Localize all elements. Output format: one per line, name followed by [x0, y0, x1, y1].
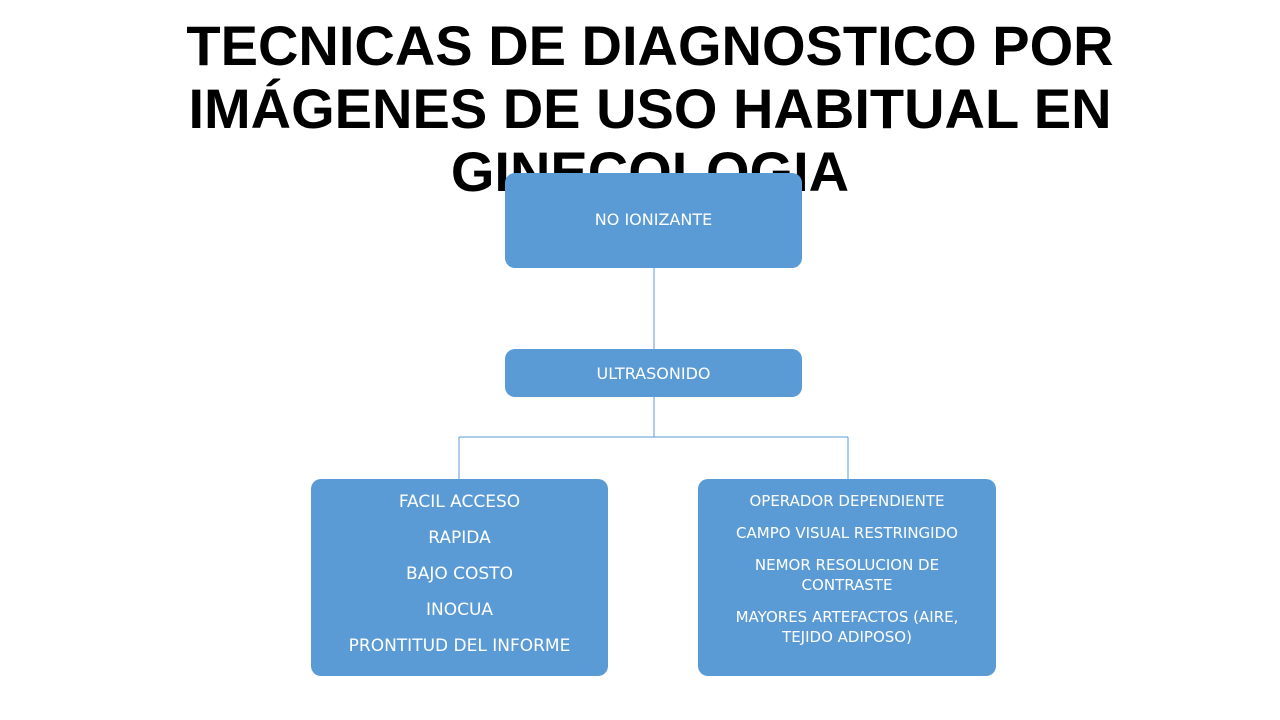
advantage-item: INOCUA — [425, 600, 494, 620]
slide-title: TECNICAS DE DIAGNOSTICO POR IMÁGENES DE … — [60, 14, 1240, 203]
node-advantages: FACIL ACCESO RAPIDA BAJO COSTO INOCUA PR… — [311, 479, 608, 676]
disadvantage-item: NEMOR RESOLUCION DE CONTRASTE — [754, 556, 940, 594]
disadvantage-item: MAYORES ARTEFACTOS (AIRE, TEJIDO ADIPOSO… — [735, 608, 959, 646]
title-line-1: TECNICAS DE DIAGNOSTICO POR — [186, 14, 1114, 77]
disadvantage-item: OPERADOR DEPENDIENTE — [749, 492, 945, 510]
advantage-item: PRONTITUD DEL INFORME — [348, 636, 571, 656]
disadvantage-item: CAMPO VISUAL RESTRINGIDO — [736, 524, 958, 542]
node-disadvantages: OPERADOR DEPENDIENTE CAMPO VISUAL RESTRI… — [698, 479, 996, 676]
node-ultrasonido: ULTRASONIDO — [505, 349, 802, 397]
advantage-item: RAPIDA — [428, 528, 491, 548]
node-ultrasonido-label: ULTRASONIDO — [596, 363, 711, 383]
node-no-ionizante-label: NO IONIZANTE — [594, 210, 713, 229]
advantage-item: FACIL ACCESO — [398, 492, 521, 512]
node-no-ionizante: NO IONIZANTE — [505, 173, 802, 268]
title-line-2: IMÁGENES DE USO HABITUAL EN — [188, 77, 1112, 140]
advantage-item: BAJO COSTO — [406, 564, 513, 584]
